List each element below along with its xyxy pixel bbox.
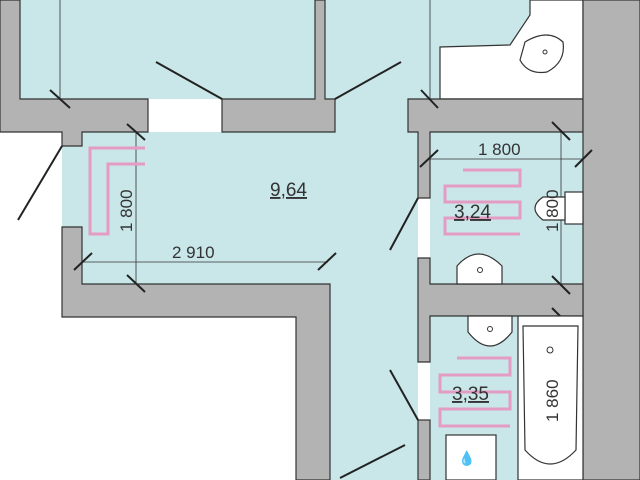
wall-left-upper [0, 0, 149, 147]
wc-depth-label: 1 800 [543, 189, 562, 232]
bathtub-length-label: 1 860 [543, 379, 562, 422]
door-swing [17, 145, 63, 221]
heated-floor-bathroom [438, 356, 512, 428]
wall-right-outer [582, 0, 640, 480]
svg-text:💧: 💧 [458, 450, 475, 467]
wall-left-lower [61, 226, 331, 480]
heated-floor-hall [88, 146, 145, 236]
bathtub-icon [517, 315, 584, 480]
door-swings [17, 61, 419, 479]
wc-width-label: 1 800 [478, 140, 521, 159]
wc-sink-icon [456, 253, 503, 285]
wc-area-label: 3,24 [454, 202, 491, 223]
door-swing [339, 444, 406, 479]
corridor-floor [330, 99, 418, 480]
room-top-middle-floor [325, 0, 530, 99]
bathroom-area-label: 3,35 [452, 384, 489, 405]
wall-bathroom-stub [417, 419, 431, 480]
washing-machine-icon: 💧 [445, 434, 497, 480]
door-swing [389, 369, 419, 421]
door-swing [389, 197, 419, 251]
door-swing [155, 61, 223, 100]
room-top-left-floor [20, 0, 315, 99]
heated-floor-wc [443, 168, 522, 236]
toilet-icon [534, 191, 584, 225]
hall-area-label: 9,64 [270, 180, 307, 201]
door-swing [334, 61, 402, 100]
sink-icon [519, 34, 565, 74]
bathroom-sink-icon [467, 315, 513, 347]
wall-top-middle [221, 0, 336, 133]
hall-width-label: 2 910 [172, 243, 215, 262]
hall-depth-label: 1 800 [117, 189, 136, 232]
